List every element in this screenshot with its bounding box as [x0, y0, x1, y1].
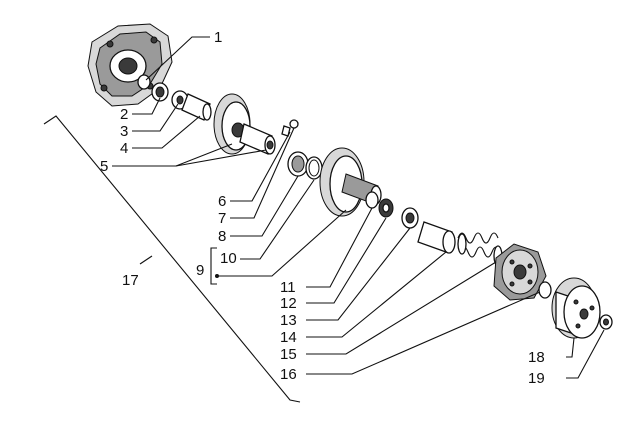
- label-14: 14: [280, 329, 297, 346]
- label-8: 8: [218, 228, 226, 245]
- label-5: 5: [100, 158, 108, 175]
- label-12: 12: [280, 295, 297, 312]
- label-3: 3: [120, 123, 128, 140]
- label-11: 11: [280, 279, 296, 296]
- bearing-set: [365, 191, 419, 229]
- bearing-washer: [137, 74, 189, 110]
- label-2: 2: [120, 106, 128, 123]
- screw-and-pin: [281, 119, 299, 137]
- bullet-dot: [215, 274, 219, 278]
- label-15: 15: [280, 346, 297, 363]
- label-18: 18: [528, 349, 545, 366]
- label-4: 4: [120, 140, 128, 157]
- group-bracket-9: [210, 247, 219, 285]
- nut: [599, 314, 613, 330]
- spring-seat: [417, 221, 456, 254]
- leader-lines: [112, 36, 605, 379]
- fixed-drive-pulley: [213, 93, 276, 155]
- needle-bearing: [287, 151, 309, 177]
- spacer-sleeve: [181, 93, 212, 121]
- label-16: 16: [280, 366, 297, 383]
- clutch-assembly: [493, 243, 552, 301]
- label-7: 7: [218, 210, 226, 227]
- label-1: 1: [214, 29, 222, 46]
- label-13: 13: [280, 312, 297, 329]
- label-9: 9: [196, 262, 204, 279]
- label-6: 6: [218, 193, 226, 210]
- label-19: 19: [528, 370, 545, 387]
- label-10: 10: [220, 250, 237, 267]
- clutch-bell: [551, 277, 601, 339]
- label-17: 17: [122, 272, 139, 289]
- group-bracket-17: [43, 115, 301, 403]
- circlip: [305, 156, 323, 180]
